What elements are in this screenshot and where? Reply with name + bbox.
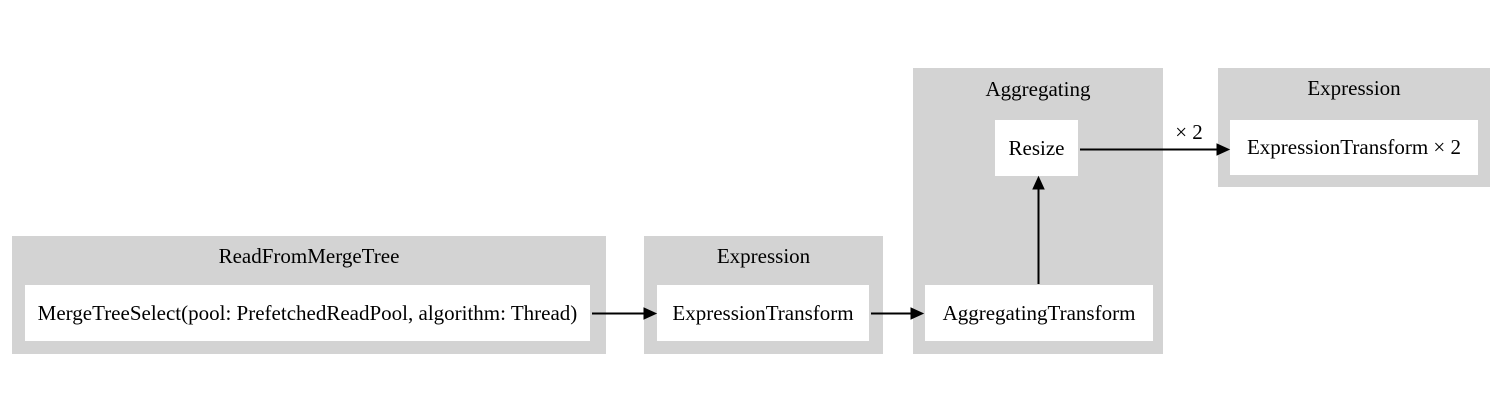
node-label-merge-tree-select: MergeTreeSelect(pool: PrefetchedReadPool…: [37, 300, 578, 325]
node-expression-transform: ExpressionTransform: [657, 285, 869, 341]
cluster-title-expression-2: Expression: [1307, 76, 1401, 100]
node-aggregating-transform: AggregatingTransform: [925, 285, 1153, 341]
cluster-expression-1: Expression ExpressionTransform: [644, 236, 883, 354]
cluster-title-expression-1: Expression: [716, 244, 811, 268]
cluster-read-from-merge-tree: ReadFromMergeTree MergeTreeSelect(pool: …: [12, 236, 606, 354]
cluster-expression-2: Expression ExpressionTransform × 2: [1218, 68, 1490, 187]
node-merge-tree-select: MergeTreeSelect(pool: PrefetchedReadPool…: [25, 285, 590, 341]
node-label-resize: Resize: [1008, 135, 1065, 160]
node-label-aggregating-transform: AggregatingTransform: [942, 300, 1136, 325]
cluster-aggregating: Aggregating Resize AggregatingTransform: [913, 68, 1163, 354]
edge-multiplicity-label: × 2: [1175, 120, 1203, 144]
node-label-expression-transform: ExpressionTransform: [672, 300, 854, 325]
node-expression-transform-x2: ExpressionTransform × 2: [1230, 120, 1478, 175]
cluster-title-read-from-merge-tree: ReadFromMergeTree: [218, 244, 400, 268]
cluster-title-aggregating: Aggregating: [985, 77, 1091, 101]
node-label-expression-transform-x2: ExpressionTransform × 2: [1246, 135, 1462, 159]
node-resize: Resize: [995, 120, 1078, 176]
